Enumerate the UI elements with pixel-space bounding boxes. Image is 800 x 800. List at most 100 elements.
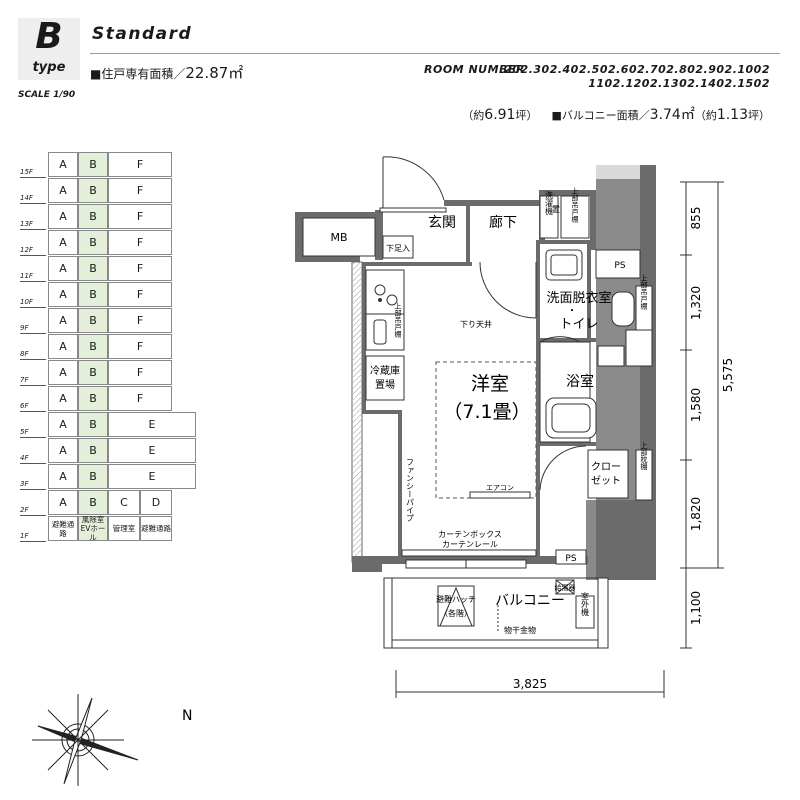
- floor-label: 13F: [20, 219, 46, 230]
- floor-cell: A: [48, 490, 78, 515]
- aircon-label: エアコン: [486, 484, 514, 492]
- floor-label: 2F: [20, 505, 46, 516]
- floor-area-label: ■住戸専有面積／: [90, 67, 186, 81]
- floor-cell: B: [78, 464, 108, 489]
- floor-cell: 避難通路: [140, 516, 172, 541]
- room-number-label: ROOM NUMBER: [424, 63, 525, 76]
- floor-cell: A: [48, 464, 78, 489]
- floor-label: 6F: [20, 401, 46, 412]
- north-label: N: [182, 708, 192, 724]
- closet-label-2: ゼット: [591, 475, 621, 487]
- floor-cell: C: [108, 490, 140, 515]
- upper-storage-1-label: 上部吊戸棚: [571, 187, 579, 224]
- dim-total: 5,575: [721, 358, 735, 392]
- water-heater-label: 給湯器: [555, 583, 576, 592]
- ps-top: [595, 249, 641, 279]
- floor-area-value: 22.87㎡: [185, 64, 244, 82]
- dim-width: 3,825: [513, 677, 547, 691]
- washer-space: [539, 195, 559, 239]
- hatch-label-1: 避難ハッチ: [436, 594, 476, 604]
- floor-cell: A: [48, 386, 78, 411]
- fan-pipe-label: ファンシーパイプ: [406, 458, 415, 522]
- floor-cell: B: [78, 360, 108, 385]
- floor-cell: A: [48, 204, 78, 229]
- washroom-door[interactable]: [479, 261, 537, 319]
- genkan-label: 玄関: [428, 214, 456, 231]
- dim-1100: 1,100: [689, 591, 703, 625]
- dim-1820: 1,820: [689, 497, 703, 531]
- floor-label: 12F: [20, 245, 46, 256]
- floor-label: 11F: [20, 271, 46, 282]
- floor-cell: A: [48, 438, 78, 463]
- bathtub: [545, 397, 597, 439]
- floor-cell: A: [48, 178, 78, 203]
- dim-855: 855: [689, 207, 703, 230]
- floor-label: 8F: [20, 349, 46, 360]
- mb-box: [302, 217, 376, 257]
- room-numbers-line1: 202.302.402.502.602.702.802.902.1002: [504, 63, 770, 76]
- closet-label-1: クロー: [591, 461, 621, 473]
- bath-door[interactable]: [539, 336, 581, 343]
- floor-cell: F: [108, 152, 172, 177]
- washbasin: [545, 249, 583, 281]
- escape-hatch: [437, 585, 475, 627]
- washer-label-2: 置場: [552, 204, 568, 214]
- scale-label: SCALE 1/90: [18, 90, 76, 100]
- closet: [587, 449, 629, 499]
- rouka-label: 廊下: [489, 214, 517, 231]
- washer-label: 洗濯機: [545, 190, 554, 216]
- floor-cell: A: [48, 334, 78, 359]
- closet-door[interactable]: [539, 445, 587, 491]
- ps-top-label: PS: [614, 261, 625, 271]
- floor-label: 1F: [20, 531, 46, 542]
- drying-hardware-label: 物干金物: [504, 625, 536, 635]
- balcony-window[interactable]: [405, 559, 527, 569]
- balcony-tsubo-value: 1.13: [716, 107, 748, 123]
- balcony-area-value: 3.74㎡: [649, 107, 695, 123]
- washroom-label-2: ・: [567, 306, 577, 317]
- floor-cell: B: [78, 230, 108, 255]
- aircon: [469, 491, 531, 499]
- floor-cell: A: [48, 256, 78, 281]
- outdoor-unit-label: 室外機: [581, 591, 590, 617]
- floor-cell: 管理室: [108, 516, 140, 541]
- dimension-lines: [395, 181, 724, 698]
- floor-cell: F: [108, 360, 172, 385]
- floor-cell: A: [48, 412, 78, 437]
- curtain-rail-label: カーテンレール: [442, 540, 498, 549]
- washroom-shelf: [625, 329, 653, 367]
- floor-cell: B: [78, 490, 108, 515]
- balcony-tsubo-close: 坪）: [748, 109, 770, 122]
- floor-cell: B: [78, 412, 108, 437]
- hatch-label-2: （各階）: [440, 608, 472, 618]
- floor-cell: B: [78, 438, 108, 463]
- compass-rose-icon: N: [32, 694, 192, 786]
- floor-cell: B: [78, 282, 108, 307]
- washroom-label-1: 洗面脱衣室: [546, 290, 611, 306]
- entry-door[interactable]: [379, 156, 447, 213]
- floor-cell: A: [48, 308, 78, 333]
- floor-cell: B: [78, 386, 108, 411]
- sagari-tenjo-label: 下り天井: [460, 319, 492, 329]
- ps-bottom: [555, 549, 587, 565]
- living-size: （7.1畳）: [443, 401, 530, 423]
- mb-label: MB: [330, 231, 347, 244]
- floor-label: 14F: [20, 193, 46, 204]
- balcony-label: バルコニー: [495, 593, 565, 609]
- bath-label: 浴室: [566, 373, 594, 390]
- washroom-label-3: トイレ: [559, 317, 598, 332]
- floor-cell: B: [78, 152, 108, 177]
- kitchen-upper-label: 上部吊戸棚: [394, 302, 402, 339]
- floor-tsubo-close: 坪）: [515, 109, 538, 122]
- upper-storage-1: [560, 195, 590, 239]
- floor-cell: E: [108, 438, 196, 463]
- floor-cell: F: [108, 256, 172, 281]
- floor-cell: A: [48, 152, 78, 177]
- outdoor-unit: [575, 595, 595, 629]
- floor-cell: A: [48, 360, 78, 385]
- dim-1580: 1,580: [689, 388, 703, 422]
- floor-cell: D: [140, 490, 172, 515]
- toilet: [611, 291, 635, 327]
- fridge-space: [365, 355, 405, 401]
